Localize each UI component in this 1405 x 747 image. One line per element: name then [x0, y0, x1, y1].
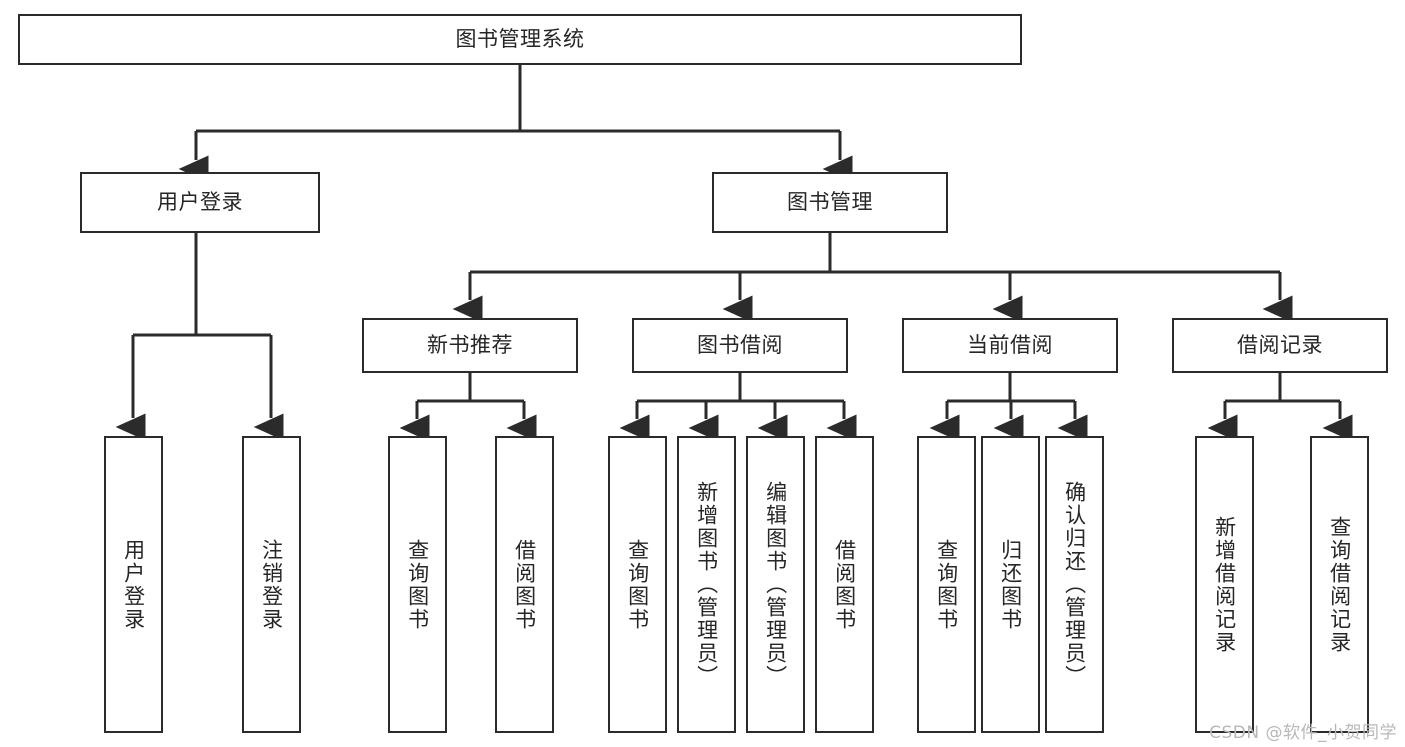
leaf-return-book[interactable]: 归还图书 [981, 436, 1040, 733]
node-label: 新增图书（管理员） [694, 481, 719, 688]
node-label: 图书管理系统 [455, 26, 585, 51]
leaf-borrow-book-recommend[interactable]: 借阅图书 [495, 436, 554, 733]
node-label: 用户登录 [121, 538, 146, 631]
node-label: 借阅图书 [512, 538, 537, 631]
node-book-borrow[interactable]: 图书借阅 [632, 318, 848, 373]
leaf-query-book-recommend[interactable]: 查询图书 [388, 436, 447, 733]
node-label: 借阅图书 [832, 538, 857, 631]
leaf-add-book-admin[interactable]: 新增图书（管理员） [677, 436, 736, 733]
node-label: 查询图书 [625, 538, 650, 631]
node-label: 查询图书 [934, 538, 959, 631]
leaf-logout-login[interactable]: 注销登录 [242, 436, 301, 733]
node-label: 编辑图书（管理员） [763, 481, 788, 688]
leaf-confirm-return-admin[interactable]: 确认归还（管理员） [1045, 436, 1104, 733]
node-label: 图书借阅 [697, 332, 783, 357]
node-new-book-recommend[interactable]: 新书推荐 [362, 318, 578, 373]
leaf-query-book-borrow[interactable]: 查询图书 [608, 436, 667, 733]
csdn-watermark: CSDN @软件_小贺同学 [1209, 723, 1397, 743]
leaf-borrow-book-borrow[interactable]: 借阅图书 [815, 436, 874, 733]
node-borrow-record[interactable]: 借阅记录 [1172, 318, 1388, 373]
node-label: 当前借阅 [967, 332, 1053, 357]
node-label: 查询图书 [405, 538, 430, 631]
leaf-user-login[interactable]: 用户登录 [104, 436, 163, 733]
node-label: 图书管理 [787, 189, 873, 214]
node-label: 注销登录 [259, 538, 284, 631]
node-user-login[interactable]: 用户登录 [80, 172, 320, 233]
node-label: 新书推荐 [427, 332, 513, 357]
node-label: 确认归还（管理员） [1062, 481, 1087, 688]
node-current-borrow[interactable]: 当前借阅 [902, 318, 1118, 373]
node-label: 借阅记录 [1237, 332, 1323, 357]
leaf-add-borrow-record[interactable]: 新增借阅记录 [1195, 436, 1254, 733]
leaf-query-book-current[interactable]: 查询图书 [917, 436, 976, 733]
node-label: 用户登录 [157, 189, 243, 214]
node-book-management[interactable]: 图书管理 [712, 172, 948, 233]
node-label: 新增借阅记录 [1212, 515, 1237, 654]
node-label: 查询借阅记录 [1327, 515, 1352, 654]
leaf-query-borrow-record[interactable]: 查询借阅记录 [1310, 436, 1369, 733]
node-root-book-management-system[interactable]: 图书管理系统 [18, 14, 1022, 65]
leaf-edit-book-admin[interactable]: 编辑图书（管理员） [746, 436, 805, 733]
node-label: 归还图书 [998, 538, 1023, 631]
